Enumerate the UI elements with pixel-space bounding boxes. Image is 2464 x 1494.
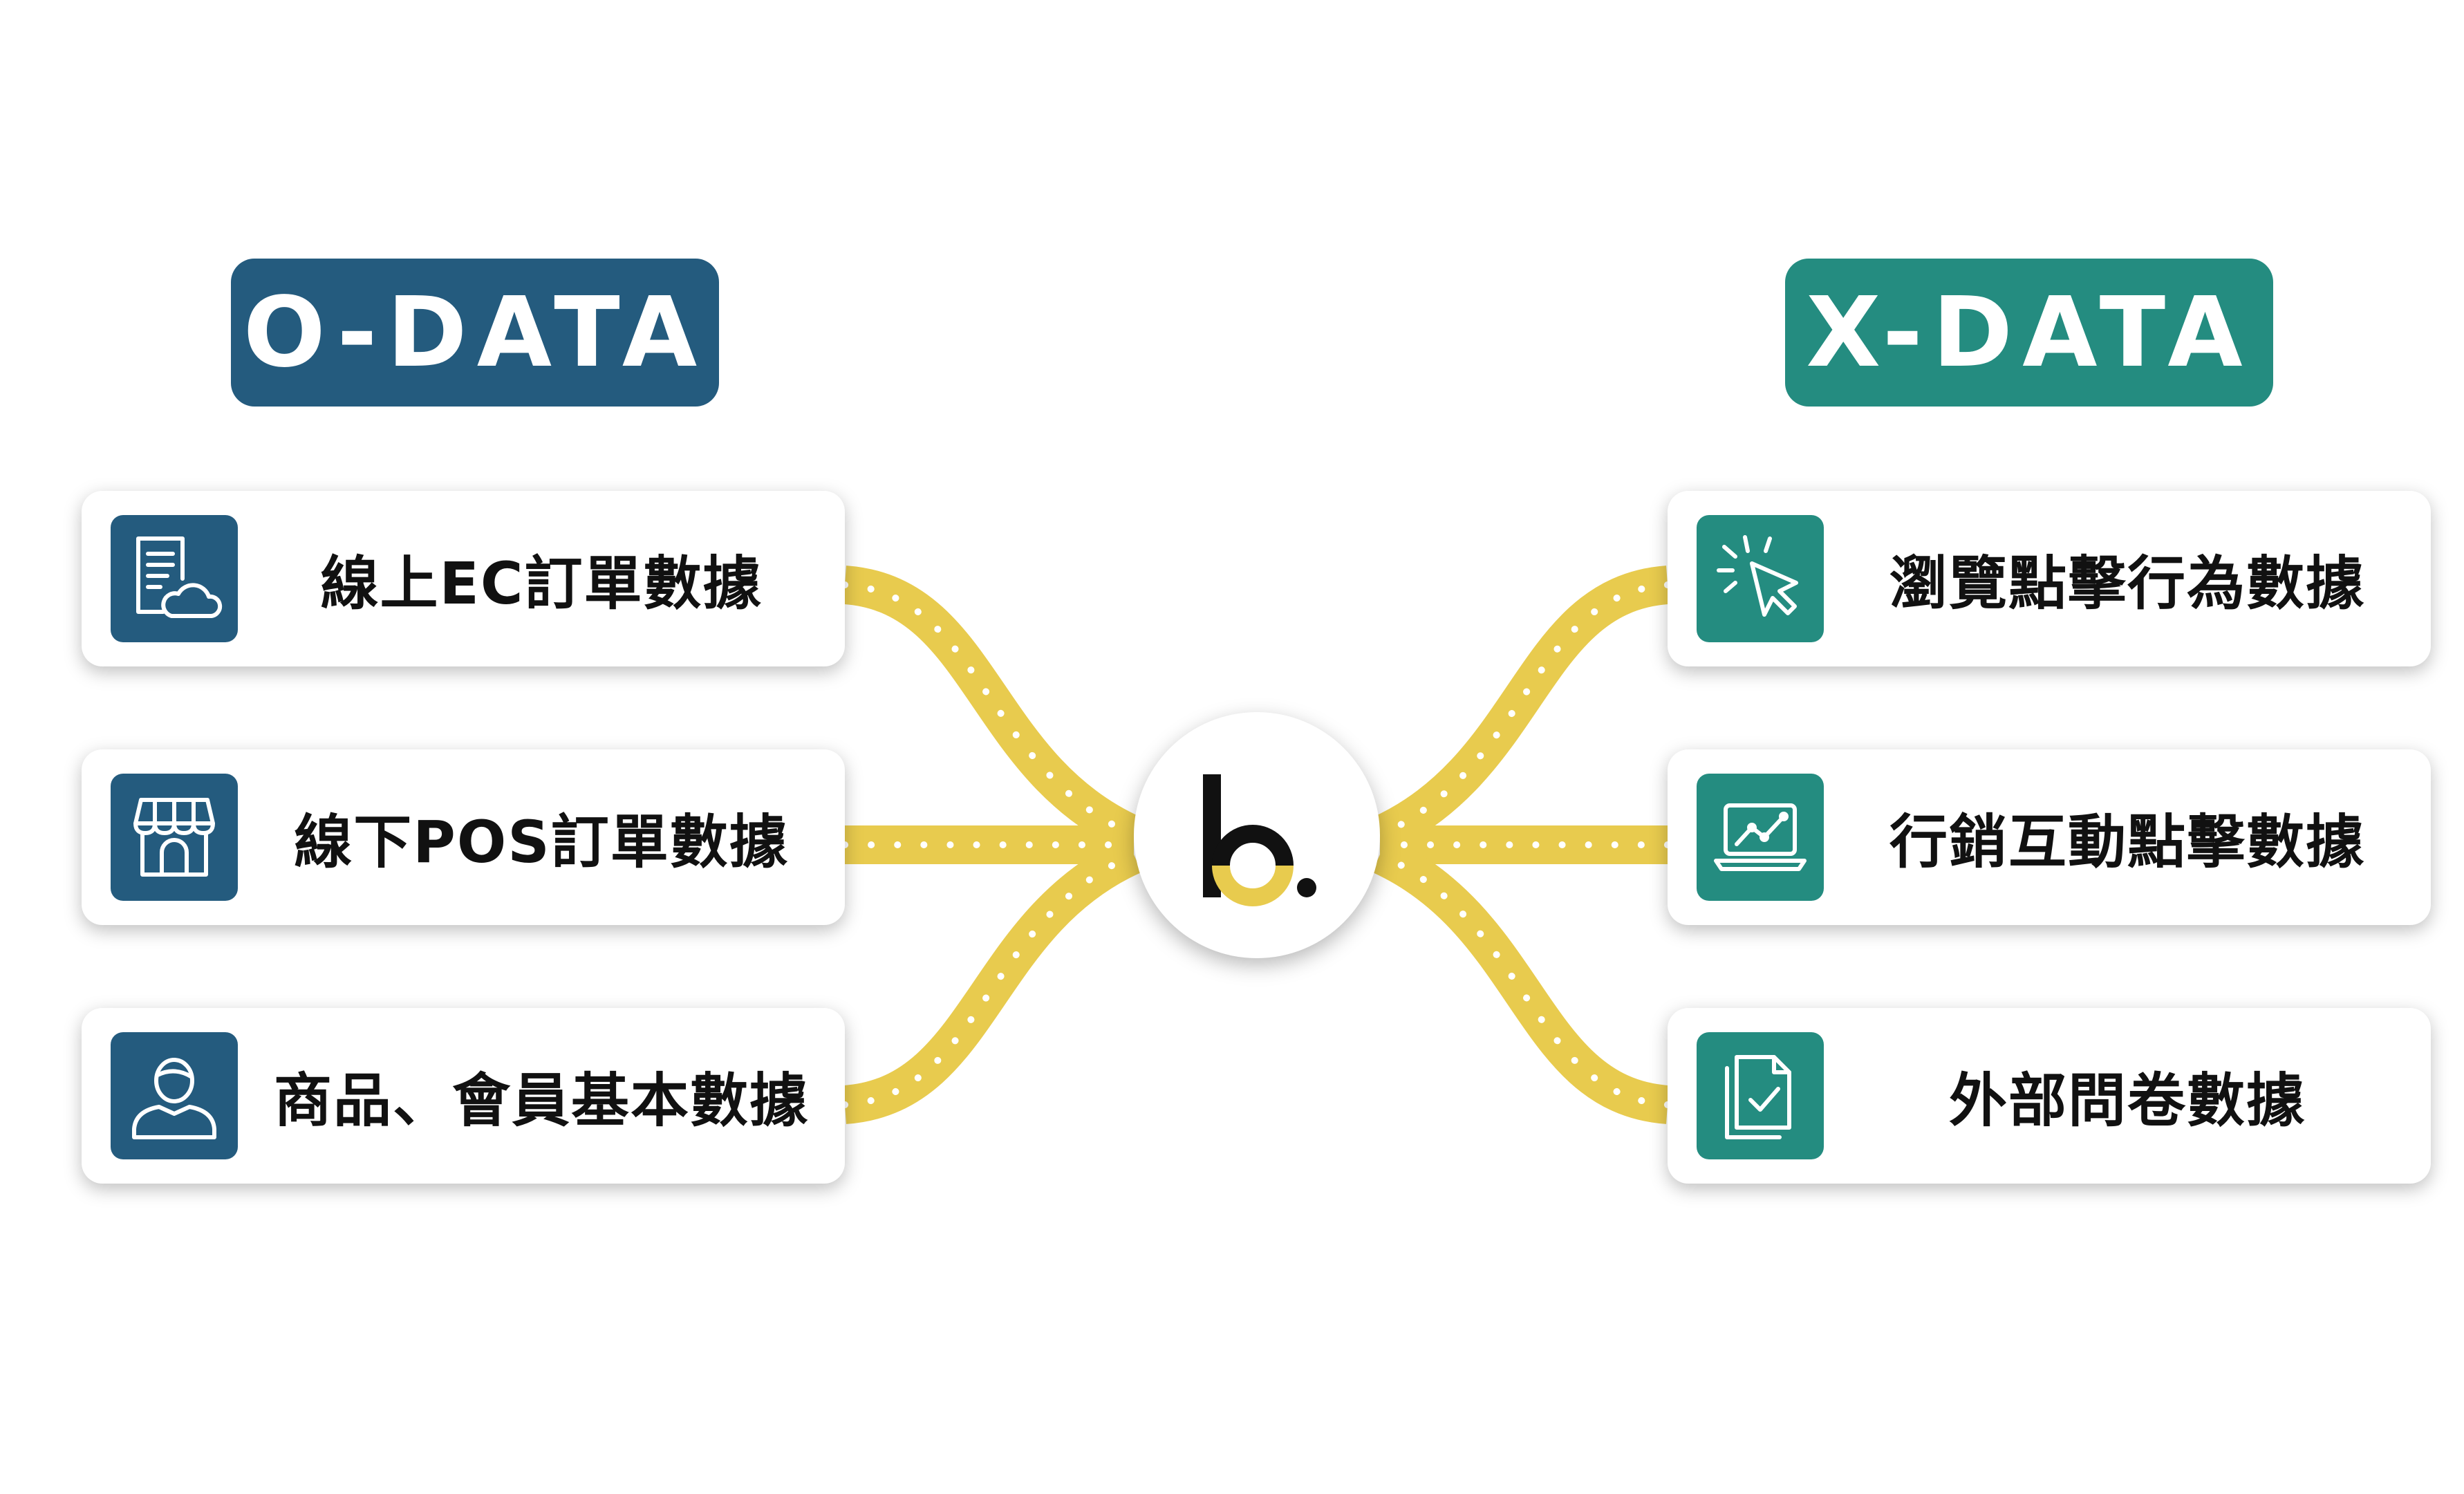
- card-online-ec-orders: 線上EC訂單數據: [82, 491, 845, 666]
- card-external-survey: 外部問卷數據: [1668, 1008, 2431, 1184]
- x-data-title: X-DATA: [1806, 276, 2252, 389]
- card-label: 線下POS訂單數據: [294, 807, 789, 876]
- cursor-click-icon: [1697, 515, 1824, 642]
- hub-logo: [1134, 712, 1380, 958]
- document-cloud-icon: [111, 515, 238, 642]
- user-icon: [111, 1032, 238, 1159]
- road-right-top: [1372, 566, 1670, 853]
- card-label: 商品、會員基本數據: [273, 1066, 809, 1134]
- card-offline-pos-orders: 線下POS訂單數據: [82, 749, 845, 925]
- clipboard-check-icon: [1697, 1032, 1824, 1159]
- x-data-header: X-DATA: [1785, 259, 2273, 407]
- o-data-header: O-DATA: [231, 259, 719, 407]
- b-logo-icon: [1203, 774, 1316, 906]
- road-left-top: [843, 566, 1142, 853]
- laptop-chart-icon: [1697, 774, 1824, 901]
- card-browse-click-behavior: 瀏覽點擊行為數據: [1668, 491, 2431, 666]
- card-label: 行銷互動點擊數據: [1889, 807, 2365, 876]
- card-label: 外部問卷數據: [1948, 1066, 2306, 1134]
- road-left-bottom: [843, 837, 1142, 1124]
- storefront-icon: [111, 774, 238, 901]
- card-product-member-data: 商品、會員基本數據: [82, 1008, 845, 1184]
- card-label: 線上EC訂單數據: [320, 549, 763, 617]
- card-label: 瀏覽點擊行為數據: [1889, 549, 2365, 617]
- card-marketing-interaction: 行銷互動點擊數據: [1668, 749, 2431, 925]
- o-data-title: O-DATA: [243, 276, 707, 389]
- road-right-bottom: [1372, 837, 1670, 1124]
